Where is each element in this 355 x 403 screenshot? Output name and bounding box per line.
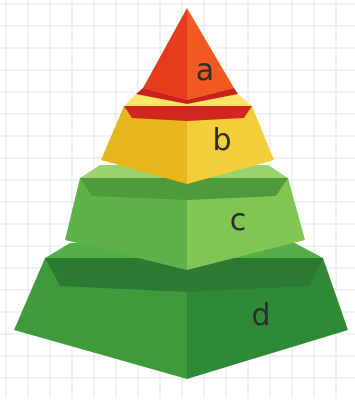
level-c-label: c <box>230 203 247 238</box>
level-d-label: d <box>251 298 270 333</box>
level-a-label: a <box>196 53 214 88</box>
level-b-label: b <box>212 123 231 158</box>
